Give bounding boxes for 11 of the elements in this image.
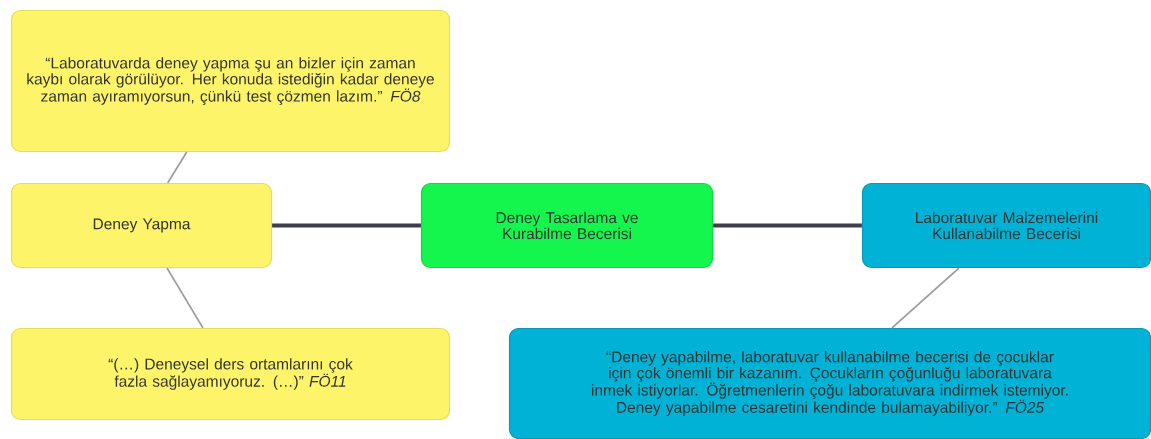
connector-line xyxy=(891,267,960,329)
topic-box: Laboratuvar Malzemelerini Kullanabilme Becerisi xyxy=(861,182,1151,269)
quote-box: “Laboratuvarda deney yapma şu an bizler için zaman kaybı olarak görülüyor. Her konuda istediğin kadar deneye zaman ayıramıyorsun, çünkü test çözmen lazım.” FÖ8 xyxy=(10,9,451,153)
quote-box: “(…) Deneysel ders ortamlarını çok fazla sağlayamıyoruz. (…)” FÖ11 xyxy=(10,327,451,421)
connector-line xyxy=(166,151,188,184)
connector-line xyxy=(272,223,421,228)
topic-box: Deney Tasarlama ve Kurabilme Becerisi xyxy=(420,182,714,269)
connector-line xyxy=(166,267,204,329)
quote-box: “Deney yapabilme, laboratuvar kullanabilme becerisi de çocuklar için çok önemli bir kazanım. Çocukların çoğunluğu laboratuvara inmek istiyorlar. Öğretmenlerin çoğu laboratuvara indirmek istemiyor. Deney yapabilme cesaretini kendinde bulamayabiliyor.” FÖ25 xyxy=(508,327,1151,439)
topic-box: Deney Yapma xyxy=(10,182,273,269)
connector-line xyxy=(713,223,862,228)
